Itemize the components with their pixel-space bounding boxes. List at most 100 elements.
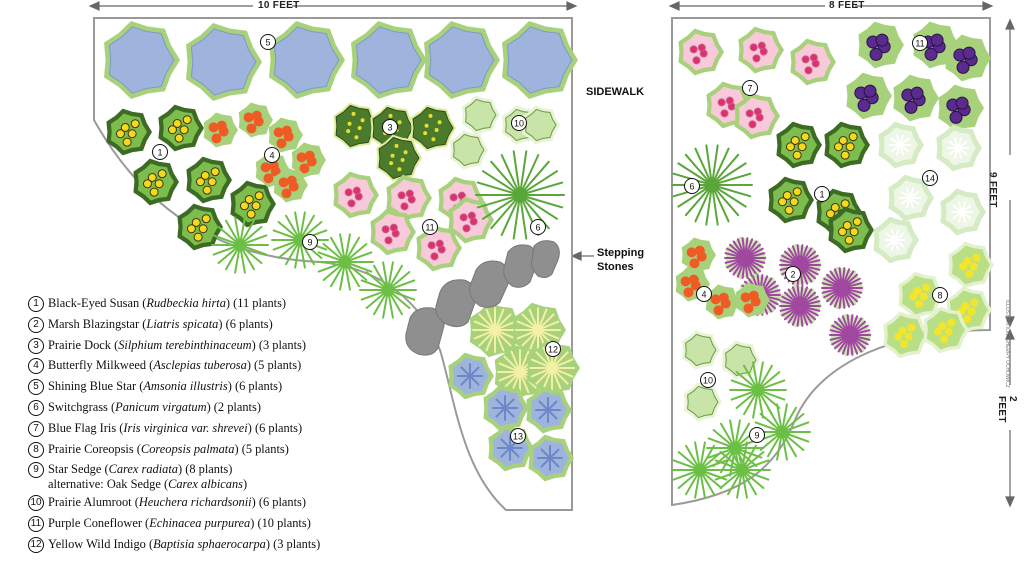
legend-number: 6	[28, 399, 44, 416]
plan-marker-right: 1	[814, 186, 830, 202]
plan-marker-left: 6	[530, 219, 546, 235]
plan-marker-number: 2	[790, 270, 795, 280]
legend-number: 11	[28, 515, 44, 532]
legend-latin-name: Echinacea purpurea	[149, 515, 251, 530]
legend-common-name: Star Sedge	[48, 462, 102, 477]
illustration-credit: ILLUSTRATION: SHERRY UCHOWICZ	[1004, 300, 1010, 388]
plan-marker-left: 3	[382, 119, 398, 135]
legend-latin-name: Coreopsis palmata	[140, 441, 235, 456]
legend-common-name: Yellow Wild Indigo	[48, 536, 146, 551]
plan-marker-number: 10	[703, 376, 713, 386]
legend-alternative-latin: Carex albicans	[168, 477, 243, 492]
plan-marker-left: 4	[264, 147, 280, 163]
plan-marker-left: 13	[510, 428, 526, 444]
legend-latin-name: Heuchera richardsonii	[138, 495, 252, 510]
legend-count: (11 plants)	[233, 296, 287, 310]
right-width-label: 8 FEET	[829, 0, 865, 11]
legend-common-name: Switchgrass	[48, 399, 108, 414]
legend-latin-name: Amsonia illustris	[143, 379, 228, 394]
plan-marker-left: 5	[260, 34, 276, 50]
legend-number: 3	[28, 337, 44, 354]
right-height-bottom-label: 2 FEET	[996, 396, 1018, 423]
legend-number: 7	[28, 420, 44, 437]
legend-latin-name: Baptisia sphaerocarpa	[153, 536, 266, 551]
plan-marker-number: 1	[157, 148, 162, 158]
plan-marker-left: 11	[422, 219, 438, 235]
plan-marker-number: 11	[915, 39, 924, 49]
legend-latin-name: Iris virginica var. shrevei	[123, 420, 248, 435]
plan-marker-number: 9	[307, 238, 312, 248]
plan-marker-right: 7	[742, 80, 758, 96]
legend-count: (6 plants)	[225, 316, 273, 331]
plan-marker-left: 12	[545, 341, 561, 357]
plan-marker-right: 10	[700, 372, 716, 388]
plan-marker-number: 14	[925, 174, 935, 184]
plan-marker-number: 4	[269, 151, 274, 161]
legend-count: (5 plants)	[254, 358, 302, 373]
right-height-top-label: 9 FEET	[987, 172, 998, 208]
plan-marker-number: 7	[747, 84, 752, 94]
legend-number: 1	[28, 296, 44, 312]
legend-latin-name: Asclepias tuberosa	[153, 358, 247, 373]
plan-marker-number: 6	[689, 182, 694, 192]
plan-marker-left: 10	[511, 115, 527, 131]
plan-marker-right: 6	[684, 178, 700, 194]
legend-latin-name: Rudbeckia hirta	[146, 296, 226, 310]
legend-alternative-name: alternative: Oak Sedge	[48, 477, 161, 492]
legend-latin-name: Carex radiata	[108, 462, 178, 477]
legend-latin-name: Panicum virgatum	[115, 399, 207, 414]
legend-count: (8 plants)	[185, 462, 233, 477]
dimension-arrows	[88, 1, 1015, 508]
plan-marker-left: 1	[152, 144, 168, 160]
legend-count: (6 plants)	[254, 420, 303, 435]
legend-number: 12	[28, 536, 44, 553]
legend-latin-name: Liatris spicata	[146, 316, 219, 331]
stepping-stones	[405, 240, 560, 356]
plan-marker-number: 4	[701, 290, 706, 300]
stepping-stones-label: Stepping Stones	[597, 246, 647, 274]
plan-marker-number: 11	[425, 223, 434, 233]
plan-marker-left: 9	[302, 234, 318, 250]
legend-common-name: Black-Eyed Susan	[48, 296, 140, 310]
legend-common-name: Blue Flag Iris	[48, 420, 117, 435]
legend-common-name: Prairie Alumroot	[48, 495, 132, 510]
plan-marker-right: 9	[749, 427, 765, 443]
legend-common-name: Prairie Coreopsis	[48, 441, 134, 456]
legend-count: (10 plants)	[257, 515, 311, 530]
legend-common-name: Marsh Blazingstar	[48, 316, 140, 331]
plan-marker-number: 6	[535, 223, 540, 233]
legend-count: (3 plants)	[273, 536, 321, 551]
legend-count: (5 plants)	[241, 441, 289, 456]
plan-marker-number: 12	[548, 345, 558, 355]
legend-number: 2	[28, 316, 44, 333]
plan-marker-right: 2	[785, 266, 801, 282]
plan-marker-right: 8	[932, 287, 948, 303]
legend-count: (3 plants)	[258, 337, 306, 352]
sidewalk-label: SIDEWALK	[586, 86, 645, 98]
plan-marker-number: 1	[819, 190, 824, 200]
legend-number: 10	[28, 495, 44, 512]
legend-count: (2 plants)	[213, 399, 261, 414]
plan-marker-number: 10	[514, 119, 524, 129]
plan-marker-number: 3	[387, 123, 392, 133]
legend-common-name: Purple Coneflower	[48, 515, 142, 530]
plan-marker-number: 9	[754, 431, 759, 441]
legend-number: 8	[28, 441, 44, 458]
plan-marker-number: 13	[513, 432, 523, 442]
plan-marker-number: 8	[937, 291, 942, 301]
legend-number: 4	[28, 358, 44, 375]
legend-count: (6 plants)	[234, 379, 283, 394]
